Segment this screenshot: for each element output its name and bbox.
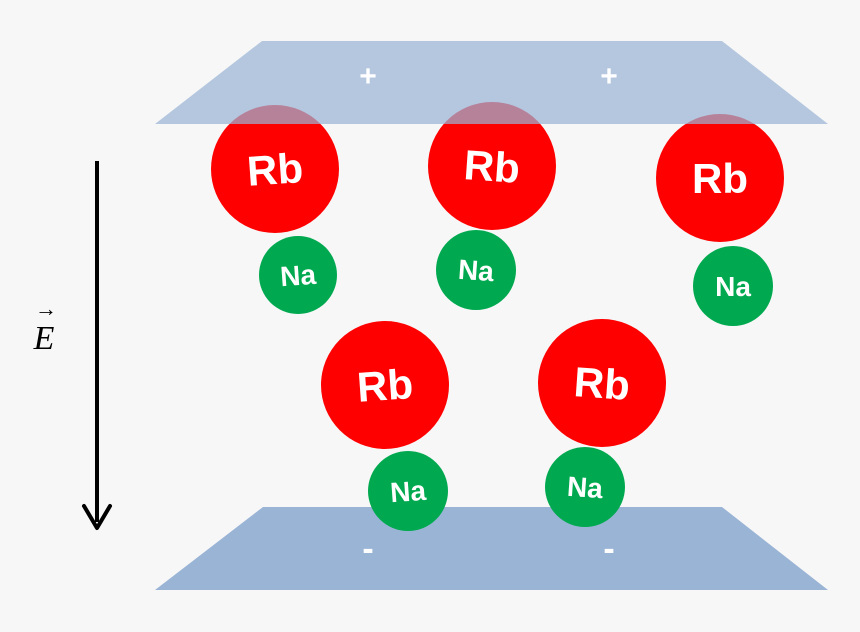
- top-plate-sign-2: +: [600, 60, 618, 93]
- na-label: Na: [389, 475, 427, 508]
- na-atom: [545, 447, 625, 527]
- field-arrow: [82, 161, 112, 530]
- na-atom: [436, 230, 516, 310]
- na-label: Na: [566, 471, 604, 504]
- rb-atom: [211, 105, 339, 233]
- na-atom: [259, 236, 337, 314]
- rb-atom: [321, 321, 449, 449]
- rb-atom: [656, 114, 784, 242]
- bottom-plate-sign-1: -: [362, 530, 373, 568]
- rb-atom: [428, 102, 556, 230]
- bottom-plate: [155, 507, 828, 590]
- rb-label: Rb: [245, 144, 304, 195]
- field-arrow-head: [82, 504, 112, 530]
- rb-atom: [538, 319, 666, 447]
- top-plate-sign-1: +: [359, 60, 377, 93]
- na-atom: [693, 246, 773, 326]
- top-plate: [155, 41, 828, 124]
- na-label: Na: [279, 259, 317, 292]
- rb-label: Rb: [355, 360, 414, 411]
- rb-label: Rb: [692, 155, 748, 202]
- na-label: Na: [715, 271, 751, 302]
- field-vector-mark: →: [35, 296, 57, 321]
- na-atom: [368, 451, 448, 531]
- field-label: → E: [33, 296, 57, 357]
- rb-label: Rb: [462, 141, 521, 192]
- rb-label: Rb: [572, 358, 631, 409]
- bottom-plate-sign-2: -: [603, 530, 614, 568]
- na-label: Na: [457, 254, 495, 287]
- field-symbol: E: [33, 320, 55, 357]
